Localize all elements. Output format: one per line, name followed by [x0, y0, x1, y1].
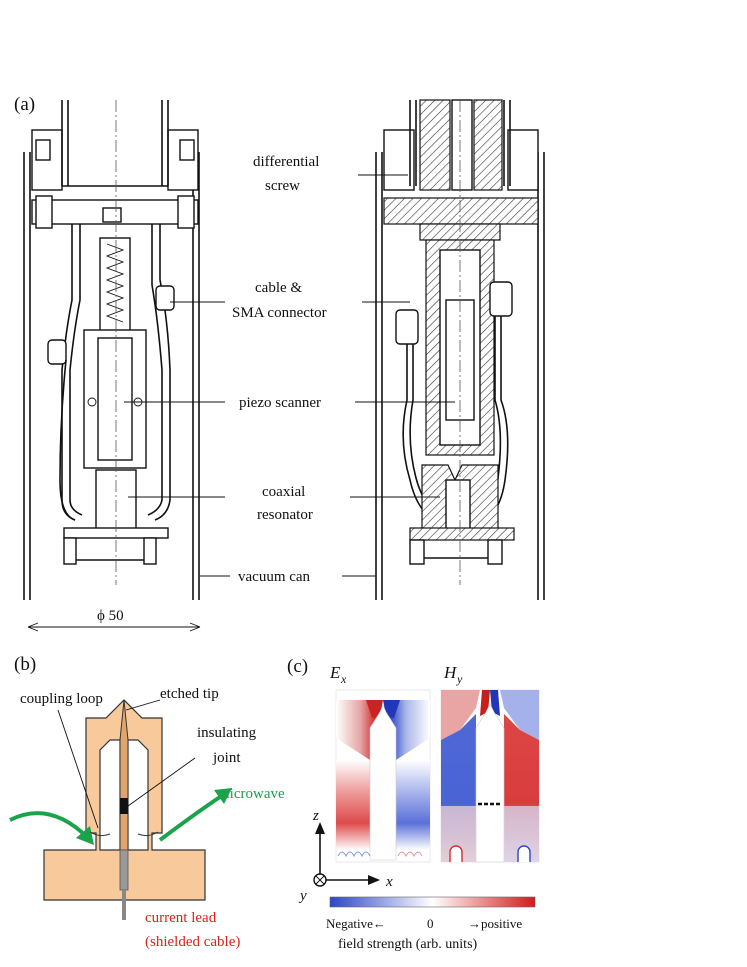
label-differential-1: differential [253, 154, 319, 170]
label-microwave: microwave [218, 786, 285, 802]
ex-field-title: E x [329, 663, 347, 686]
label-piezo: piezo scanner [239, 395, 321, 411]
axes-indicator: z y x [298, 808, 393, 904]
label-insulating-1: insulating [197, 725, 257, 741]
label-coupling-loop: coupling loop [20, 691, 103, 707]
label-vacuum: vacuum can [238, 569, 311, 585]
label-cable-1: cable & [255, 280, 302, 296]
label-cable-2: SMA connector [232, 305, 327, 321]
label-coaxial-2: resonator [257, 507, 313, 523]
panel-b-drawing [9, 699, 232, 920]
colorbar-negative: Negative← [326, 916, 386, 931]
panel-c-label: (c) [287, 656, 308, 677]
panel-a-labels: differential screw cable & SMA connector… [27, 154, 455, 632]
colorbar: Negative← 0 →positive field strength (ar… [326, 896, 536, 952]
colorbar-positive: →positive [468, 916, 522, 931]
colorbar-zero: 0 [427, 916, 434, 931]
panel-a-label: (a) [14, 94, 35, 115]
hy-label: H [443, 663, 458, 682]
label-differential-2: screw [265, 178, 300, 194]
left-assembly-drawing [23, 100, 200, 600]
hy-sub: y [456, 672, 463, 686]
ex-label: E [329, 663, 341, 682]
colorbar-caption: field strength (arb. units) [338, 937, 478, 952]
label-etched-tip: etched tip [160, 686, 219, 702]
hy-field-map [440, 689, 540, 863]
label-current-lead-1: current lead [145, 910, 217, 926]
right-assembly-drawing [375, 99, 545, 600]
label-current-lead-2: (shielded cable) [145, 934, 240, 950]
current-lead [119, 849, 129, 891]
hy-field-title: H y [443, 663, 463, 686]
axis-z: z [312, 808, 319, 824]
insulating-joint [120, 798, 128, 814]
label-insulating-2: joint [212, 750, 241, 766]
axis-x: x [385, 874, 393, 890]
axis-y: y [298, 888, 307, 904]
ex-field-map [335, 689, 431, 863]
label-coaxial-1: coaxial [262, 484, 305, 500]
dimension-label: ϕ 50 [97, 608, 124, 624]
ex-sub: x [340, 672, 347, 686]
panel-b-labels: coupling loop etched tip insulating join… [20, 686, 285, 950]
panel-b-label: (b) [14, 654, 36, 675]
